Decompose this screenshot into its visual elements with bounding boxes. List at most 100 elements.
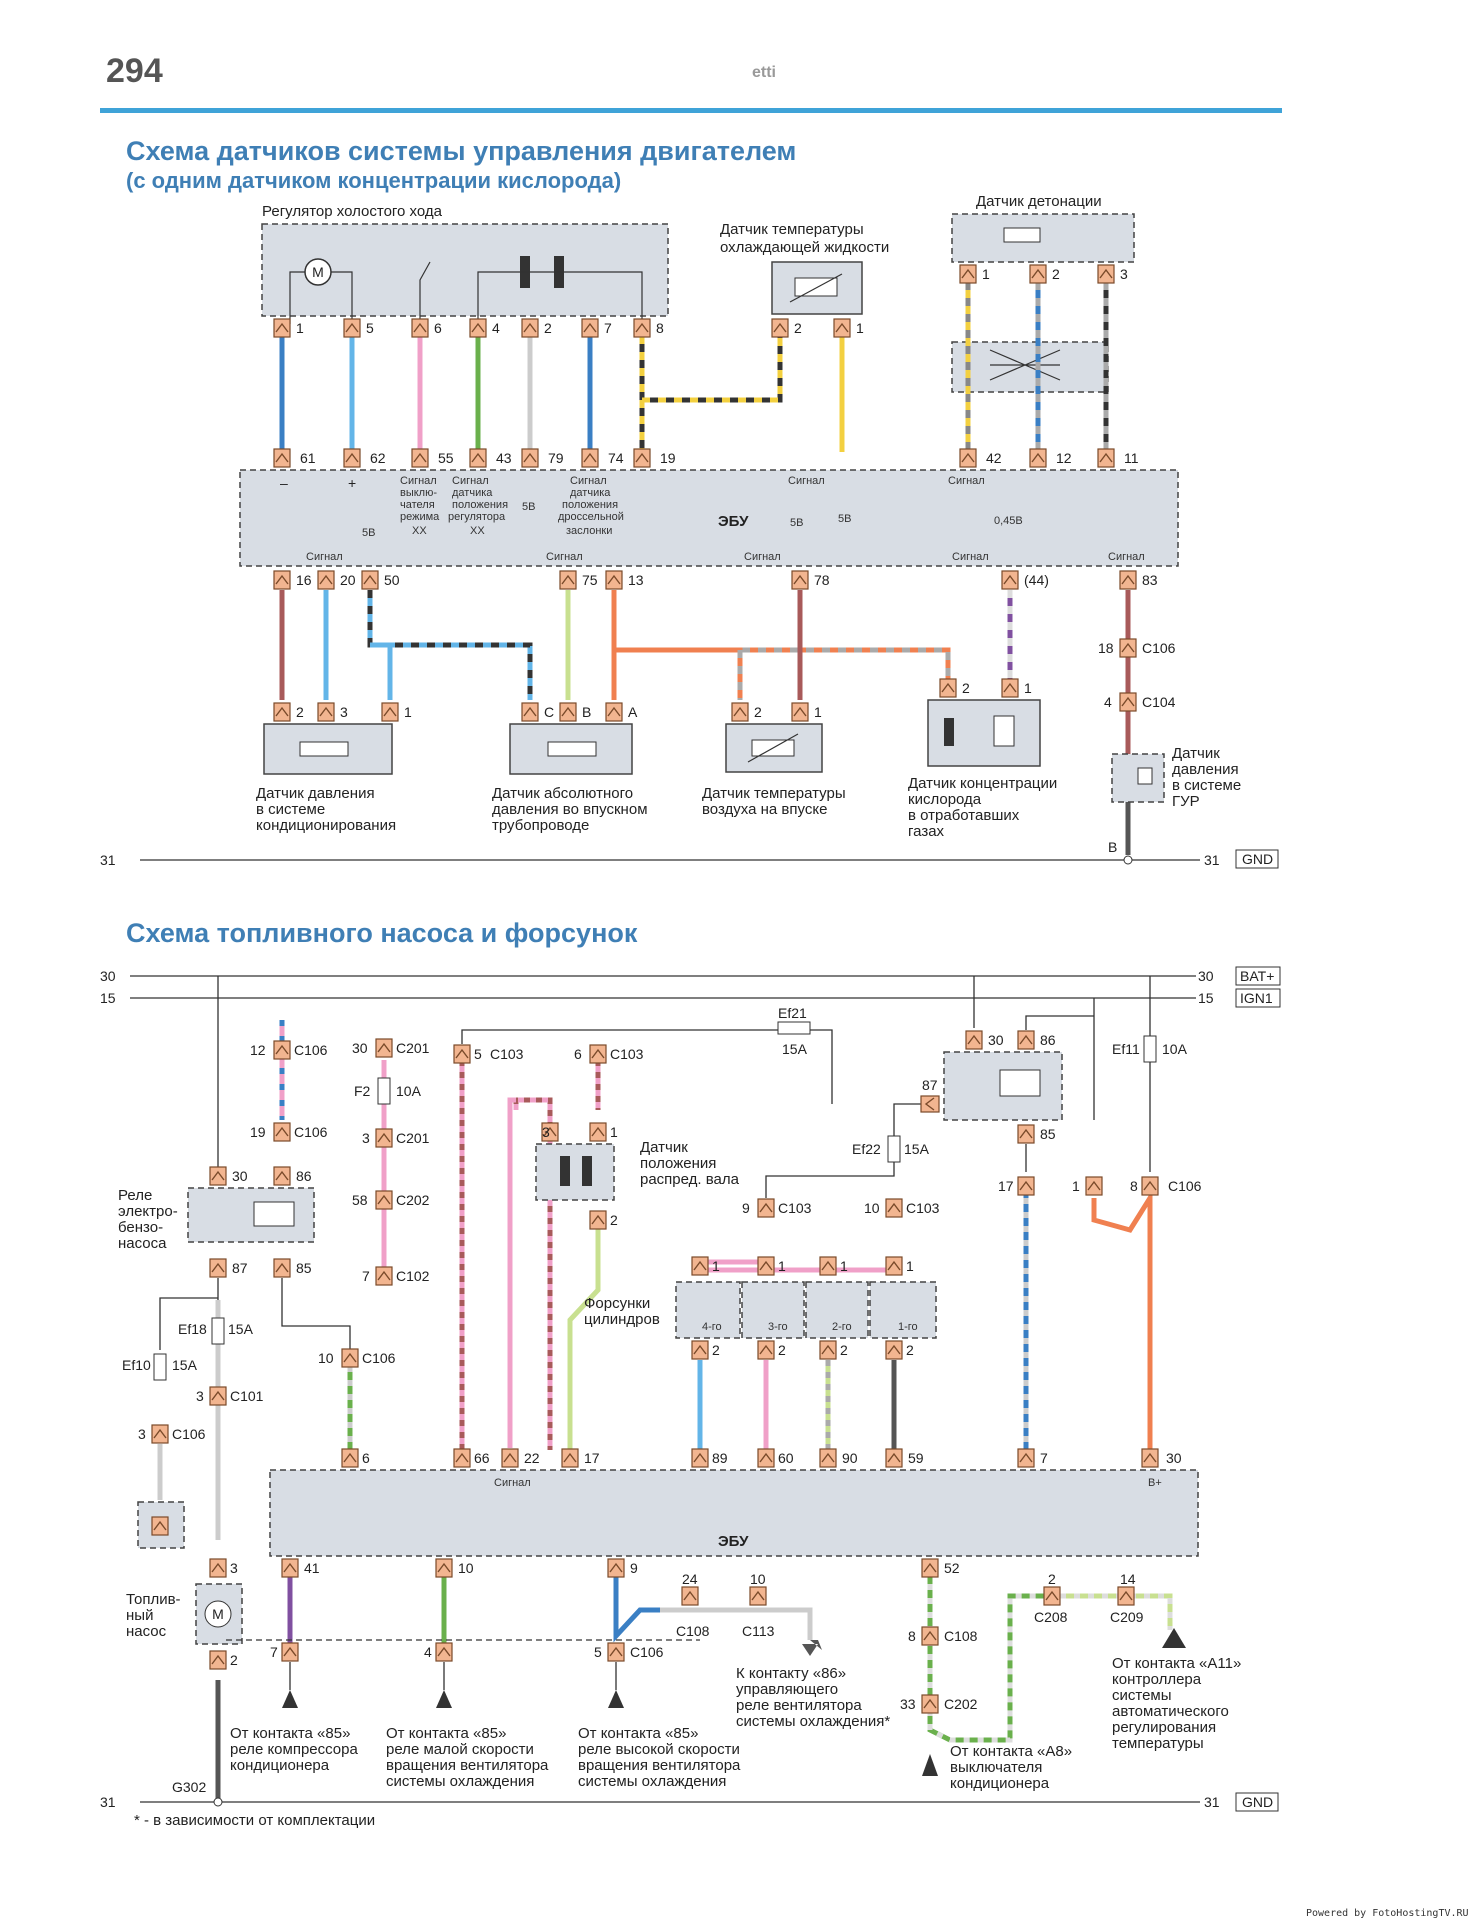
svg-text:Сигнал: Сигнал — [952, 551, 989, 563]
svg-text:Датчик давления: Датчик давления — [256, 785, 375, 802]
svg-text:1: 1 — [296, 320, 304, 336]
svg-text:C201: C201 — [396, 1040, 430, 1056]
svg-text:1: 1 — [814, 704, 822, 720]
svg-text:насос: насос — [126, 1623, 167, 1640]
svg-text:A: A — [628, 704, 638, 720]
svg-text:3: 3 — [1120, 266, 1128, 282]
svg-text:C103: C103 — [778, 1200, 812, 1216]
svg-text:Ef18: Ef18 — [178, 1321, 207, 1337]
svg-text:C101: C101 — [230, 1388, 264, 1404]
injectors: 1 1 1 1 4-го 3-го 2-го 1-го 2 2 2 2 — [675, 1256, 937, 1360]
svg-text:9: 9 — [742, 1200, 750, 1216]
svg-text:насоса: насоса — [118, 1235, 167, 1252]
svg-text:регулятора: регулятора — [448, 511, 506, 523]
svg-text:вращения вентилятора: вращения вентилятора — [386, 1757, 549, 1774]
svg-text:C106: C106 — [362, 1350, 396, 1366]
svg-text:43: 43 — [496, 450, 512, 466]
svg-text:положения: положения — [452, 499, 508, 511]
svg-text:15A: 15A — [904, 1141, 930, 1157]
svg-text:31: 31 — [1204, 1794, 1220, 1810]
svg-text:C106: C106 — [1168, 1178, 1202, 1194]
svg-text:18: 18 — [1098, 640, 1114, 656]
svg-text:5В: 5В — [790, 517, 803, 529]
idle-regulator-group: Регулятор холостого хода M — [261, 203, 669, 324]
svg-text:30: 30 — [100, 968, 116, 984]
svg-text:BAT+: BAT+ — [1240, 968, 1274, 984]
svg-text:Сигнал: Сигнал — [400, 475, 437, 487]
svg-text:5: 5 — [474, 1046, 482, 1062]
svg-text:цилиндров: цилиндров — [584, 1311, 660, 1328]
svg-text:Датчик концентрации: Датчик концентрации — [908, 775, 1057, 792]
svg-text:От контакта «85»: От контакта «85» — [230, 1725, 350, 1742]
svg-text:30: 30 — [352, 1040, 368, 1056]
svg-text:8: 8 — [656, 320, 664, 336]
svg-text:3-го: 3-го — [768, 1321, 788, 1333]
svg-text:89: 89 — [712, 1450, 728, 1466]
svg-text:30: 30 — [1198, 968, 1214, 984]
svg-text:4-го: 4-го — [702, 1321, 722, 1333]
svg-text:C106: C106 — [172, 1426, 206, 1442]
svg-text:+: + — [348, 475, 356, 491]
svg-text:C108: C108 — [944, 1628, 978, 1644]
regulator-connectors: 1 5 6 4 2 7 8 2 1 1 2 3 — [273, 264, 1128, 338]
svg-text:31: 31 — [1204, 852, 1220, 868]
svg-text:78: 78 — [814, 572, 830, 588]
svg-text:От контакта «85»: От контакта «85» — [386, 1725, 506, 1742]
svg-text:24: 24 — [682, 1571, 698, 1587]
diagram1-subtitle: (с одним датчиком концентрации кислорода… — [126, 168, 622, 193]
svg-text:15A: 15A — [172, 1357, 198, 1373]
svg-text:10A: 10A — [396, 1083, 422, 1099]
pump-relay-box — [187, 1187, 315, 1243]
cam-sensor-box — [535, 1143, 615, 1201]
svg-text:ный: ный — [126, 1607, 153, 1624]
svg-text:2: 2 — [794, 320, 802, 336]
svg-text:83: 83 — [1142, 572, 1158, 588]
svg-text:F2: F2 — [354, 1083, 371, 1099]
svg-text:M: M — [312, 264, 324, 280]
svg-text:2: 2 — [840, 1342, 848, 1358]
svg-text:в отработавших: в отработавших — [908, 807, 1020, 824]
svg-text:4: 4 — [1104, 694, 1112, 710]
svg-text:1: 1 — [778, 1258, 786, 1274]
svg-text:Сигнал: Сигнал — [546, 551, 583, 563]
knock-sensor-group: Датчик детонации — [951, 193, 1135, 393]
svg-text:2: 2 — [296, 704, 304, 720]
svg-text:15: 15 — [100, 990, 116, 1006]
svg-text:C106: C106 — [630, 1644, 664, 1660]
svg-text:3: 3 — [542, 1124, 550, 1140]
svg-text:10A: 10A — [1162, 1041, 1188, 1057]
svg-text:30: 30 — [232, 1168, 248, 1184]
svg-text:контроллера: контроллера — [1112, 1671, 1202, 1688]
svg-text:10: 10 — [864, 1200, 880, 1216]
svg-text:заслонки: заслонки — [566, 525, 612, 537]
svg-text:Датчик абсолютного: Датчик абсолютного — [492, 785, 633, 802]
svg-text:Ef21: Ef21 — [778, 1005, 807, 1021]
svg-text:22: 22 — [524, 1450, 540, 1466]
svg-text:15A: 15A — [228, 1321, 254, 1337]
map-sensor: C B A Датчик абсолютного давления во впу… — [492, 702, 648, 834]
svg-text:14: 14 — [1120, 1571, 1136, 1587]
power-rails: 30 15 30 15 BAT+ IGN1 — [100, 966, 1281, 1008]
svg-text:Сигнал: Сигнал — [788, 475, 825, 487]
ecu1-label: ЭБУ — [718, 513, 749, 530]
svg-text:C208: C208 — [1034, 1609, 1068, 1625]
svg-text:Датчик: Датчик — [640, 1139, 688, 1156]
header-rule — [100, 108, 1282, 113]
svg-text:–: – — [280, 475, 288, 491]
svg-text:19: 19 — [250, 1124, 266, 1140]
svg-text:6: 6 — [362, 1450, 370, 1466]
svg-text:трубопроводе: трубопроводе — [492, 817, 589, 834]
svg-text:чателя: чателя — [400, 499, 435, 511]
power-steering-sensor: 18 C106 4 C104 Датчик давления в системе… — [1098, 638, 1241, 855]
svg-text:5В: 5В — [362, 527, 375, 539]
svg-text:Ef10: Ef10 — [122, 1357, 151, 1373]
svg-text:1: 1 — [712, 1258, 720, 1274]
svg-text:12: 12 — [1056, 450, 1072, 466]
svg-text:7: 7 — [362, 1268, 370, 1284]
svg-text:87: 87 — [922, 1077, 938, 1093]
svg-text:G302: G302 — [172, 1779, 206, 1795]
svg-text:электро-: электро- — [118, 1203, 178, 1220]
svg-text:системы охлаждения: системы охлаждения — [386, 1773, 534, 1790]
